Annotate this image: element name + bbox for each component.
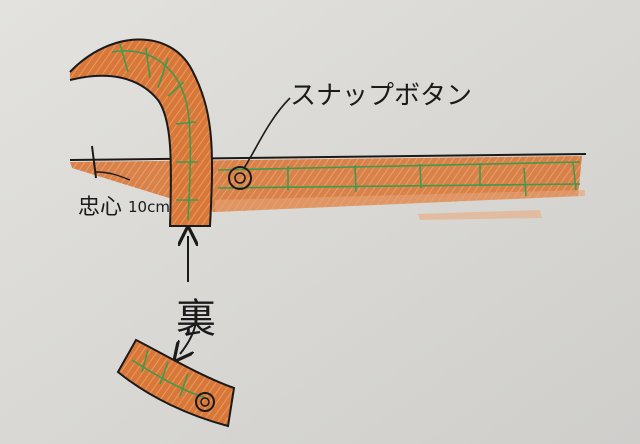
reverse-snap-icon bbox=[195, 392, 215, 412]
curved-strap bbox=[69, 38, 214, 227]
arrow-down-icon bbox=[180, 321, 197, 354]
snap-button-label: スナップボタン bbox=[290, 81, 472, 111]
strap-stitch-lines bbox=[217, 161, 581, 197]
center-marker-line bbox=[91, 145, 97, 179]
distance-label: 10cm bbox=[128, 198, 170, 216]
reverse-strap-detail bbox=[116, 338, 236, 428]
snap-leader-line bbox=[243, 97, 291, 169]
snap-button-icon bbox=[228, 166, 252, 190]
distance-arc bbox=[95, 171, 131, 181]
curved-strap-stitch bbox=[111, 43, 198, 221]
center-label: 忠心 bbox=[78, 195, 122, 220]
reverse-side-label: 裏 bbox=[176, 296, 216, 342]
